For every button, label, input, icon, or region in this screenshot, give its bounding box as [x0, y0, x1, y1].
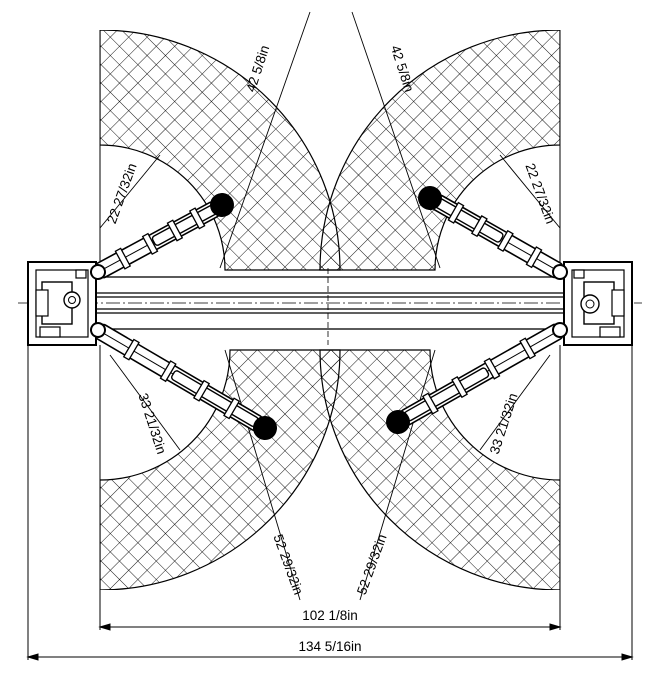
arm-bottom-right	[386, 322, 568, 435]
swing-area-top-left	[100, 30, 341, 271]
left-post	[27, 261, 97, 346]
dim-long-arm-left: 33 21/32in	[135, 391, 169, 456]
right-post	[563, 261, 633, 346]
arm-top-right	[417, 186, 568, 280]
arm-top-right-pad	[417, 186, 442, 211]
arm-top-left	[90, 192, 235, 280]
dim-long-arm-right: 33 21/32in	[487, 391, 521, 456]
arm-bottom-left-pad	[252, 415, 277, 440]
lift-arms	[90, 186, 568, 440]
dim-short-arm-right: 22 27/32in	[522, 161, 558, 225]
arm-top-left-pad	[210, 192, 235, 217]
dim-overall-width: 134 5/16in	[298, 639, 361, 654]
swing-area-bottom-right	[319, 349, 560, 590]
arm-bottom-left	[90, 322, 277, 440]
dim-long-reach-lower-right: 52 29/32in	[354, 532, 390, 596]
swing-area-bottom-left	[100, 349, 341, 590]
width-dimensions	[26, 623, 634, 661]
dim-inner-width: 102 1/8in	[302, 608, 358, 623]
lift-frame	[18, 261, 642, 346]
dimension-leaders	[99, 11, 561, 601]
swing-area-top-right	[319, 30, 560, 271]
dim-upper-left-reach: 42 5/8in	[243, 43, 272, 93]
dim-long-reach-lower-left: 52 29/32in	[270, 532, 306, 596]
dim-upper-right-reach: 42 5/8in	[388, 43, 417, 93]
dim-short-arm-left: 22 27/32in	[104, 161, 140, 225]
area-boundary	[27, 30, 633, 660]
arm-bottom-right-pad	[386, 410, 411, 435]
